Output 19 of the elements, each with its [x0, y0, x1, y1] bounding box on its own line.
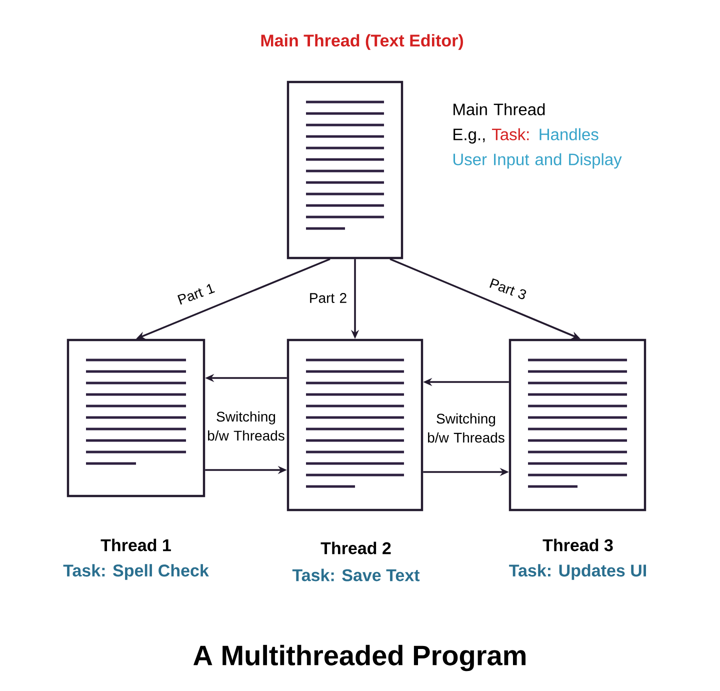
annotation: Main Thread E.g., Task: Handles User Input and Display	[453, 103, 622, 169]
heading: Thread 1	[100, 538, 171, 552]
task-label: Task: Updates UI	[509, 564, 646, 580]
node-label: Handles	[540, 128, 598, 140]
title: A Multithreaded Program	[193, 644, 526, 672]
node-label: Main Thread	[454, 103, 545, 116]
node-label: User Input and Display	[453, 153, 622, 169]
task-label: Task: Save Text	[292, 568, 420, 582]
edge-label: Part 2	[310, 293, 346, 303]
edge-label: Switching b/w Threads	[208, 411, 284, 441]
node-label: E.g.,	[454, 128, 485, 144]
edge-label: Switching b/w Threads	[428, 413, 504, 443]
edge-label: Part 3	[490, 278, 526, 300]
heading: Thread 3	[542, 538, 613, 552]
node-label: Task:	[492, 128, 529, 140]
task-label: Task: Spell Check	[63, 564, 209, 580]
heading: Main Thread (Text Editor)	[261, 34, 463, 50]
heading: Thread 2	[320, 542, 391, 554]
edge-label: Part 1	[178, 284, 215, 305]
